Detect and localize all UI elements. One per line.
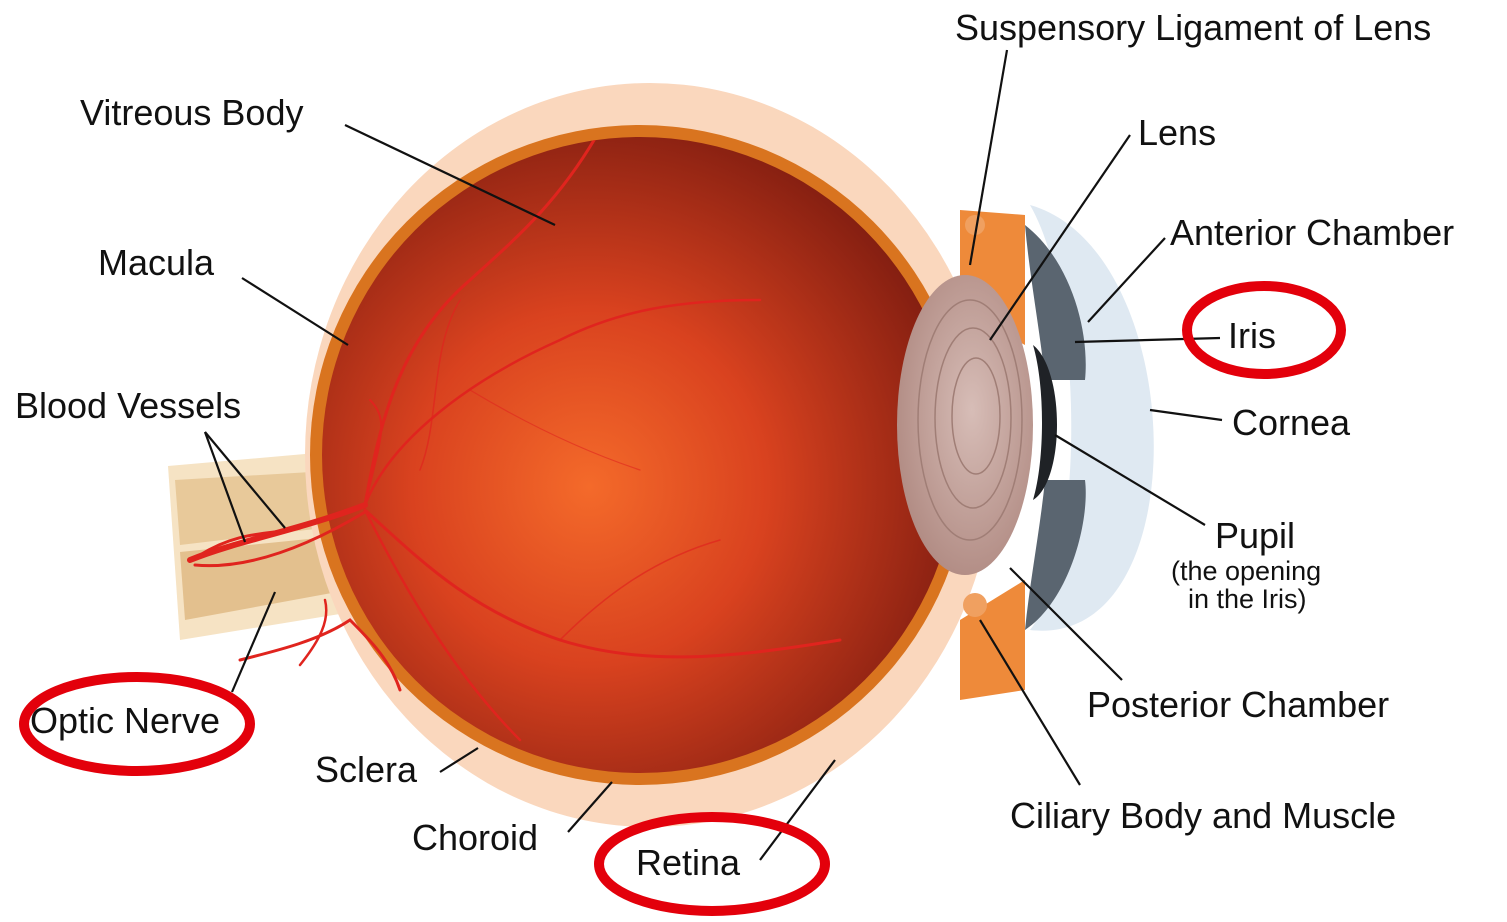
label-macula: Macula (98, 242, 215, 283)
label-pupil-note-2: in the Iris) (1188, 584, 1307, 614)
label-ciliary-body: Ciliary Body and Muscle (1010, 795, 1396, 836)
lens-shape (897, 275, 1033, 575)
label-lens: Lens (1138, 112, 1216, 153)
label-iris: Iris (1228, 315, 1276, 356)
label-pupil: Pupil (1215, 515, 1295, 556)
label-sclera: Sclera (315, 749, 418, 790)
label-cornea: Cornea (1232, 402, 1351, 443)
label-posterior-chamber: Posterior Chamber (1087, 684, 1389, 725)
label-blood-vessels: Blood Vessels (15, 385, 241, 426)
label-anterior-chamber: Anterior Chamber (1170, 212, 1454, 253)
label-vitreous-body: Vitreous Body (80, 92, 303, 133)
label-pupil-note-1: (the opening (1171, 556, 1321, 586)
label-optic-nerve: Optic Nerve (30, 700, 220, 741)
label-suspensory-ligament: Suspensory Ligament of Lens (955, 7, 1431, 48)
label-retina: Retina (636, 842, 741, 883)
label-choroid: Choroid (412, 817, 538, 858)
vitreous-body-shape (322, 137, 958, 773)
